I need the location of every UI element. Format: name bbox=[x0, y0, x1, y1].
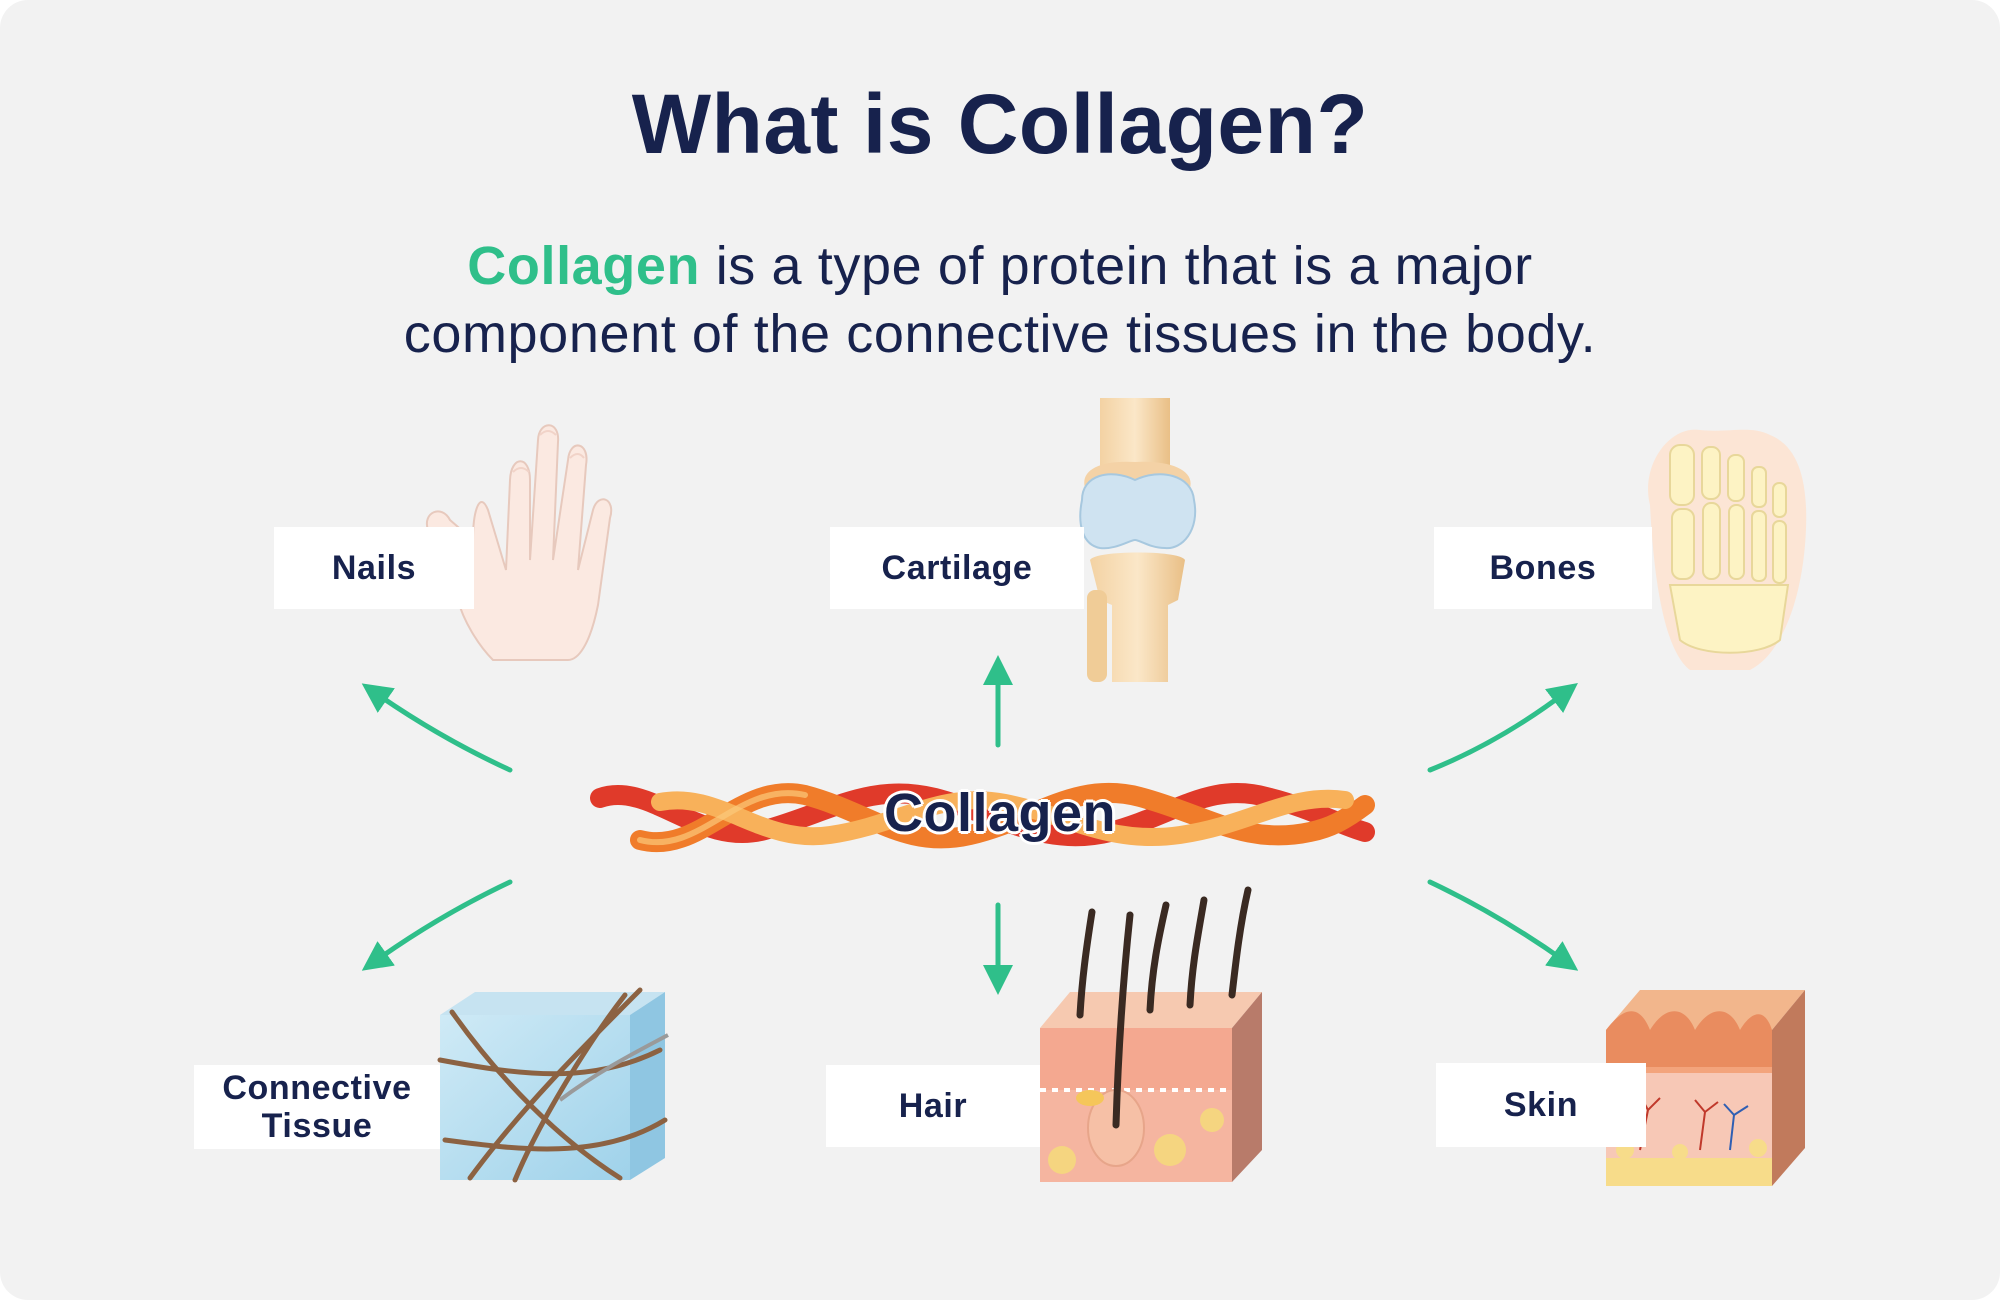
connective-tissue-cube-icon bbox=[437, 987, 669, 1183]
intro-text: Collagen is a type of protein that is a … bbox=[200, 232, 1800, 368]
arrow-to-nails bbox=[361, 683, 513, 773]
skin-layers-icon bbox=[1606, 990, 1805, 1186]
label-skin: Skin bbox=[1436, 1063, 1646, 1147]
collagen-helix-icon bbox=[590, 782, 1375, 853]
label-nails: Nails bbox=[274, 527, 474, 609]
foot-bones-icon bbox=[1648, 429, 1807, 670]
center-collagen-label: Collagen bbox=[883, 783, 1117, 843]
intro-line2: component of the connective tissues in t… bbox=[403, 304, 1597, 364]
label-hair: Hair bbox=[826, 1065, 1040, 1147]
hair-follicle-skin-icon bbox=[1040, 886, 1262, 1182]
label-connective-tissue: Connective Tissue bbox=[194, 1065, 440, 1149]
intro-line1: is a type of protein that is a major bbox=[700, 236, 1533, 296]
knee-joint-icon bbox=[1079, 398, 1197, 682]
page-title: What is Collagen? bbox=[631, 77, 1369, 171]
intro-highlight: Collagen bbox=[467, 236, 701, 296]
arrow-to-skin bbox=[1427, 879, 1579, 971]
arrow-to-bones bbox=[1427, 682, 1578, 773]
label-cartilage: Cartilage bbox=[830, 527, 1084, 609]
arrow-to-connective-tissue bbox=[361, 879, 513, 971]
arrows bbox=[361, 655, 1579, 995]
label-bones: Bones bbox=[1434, 527, 1652, 609]
